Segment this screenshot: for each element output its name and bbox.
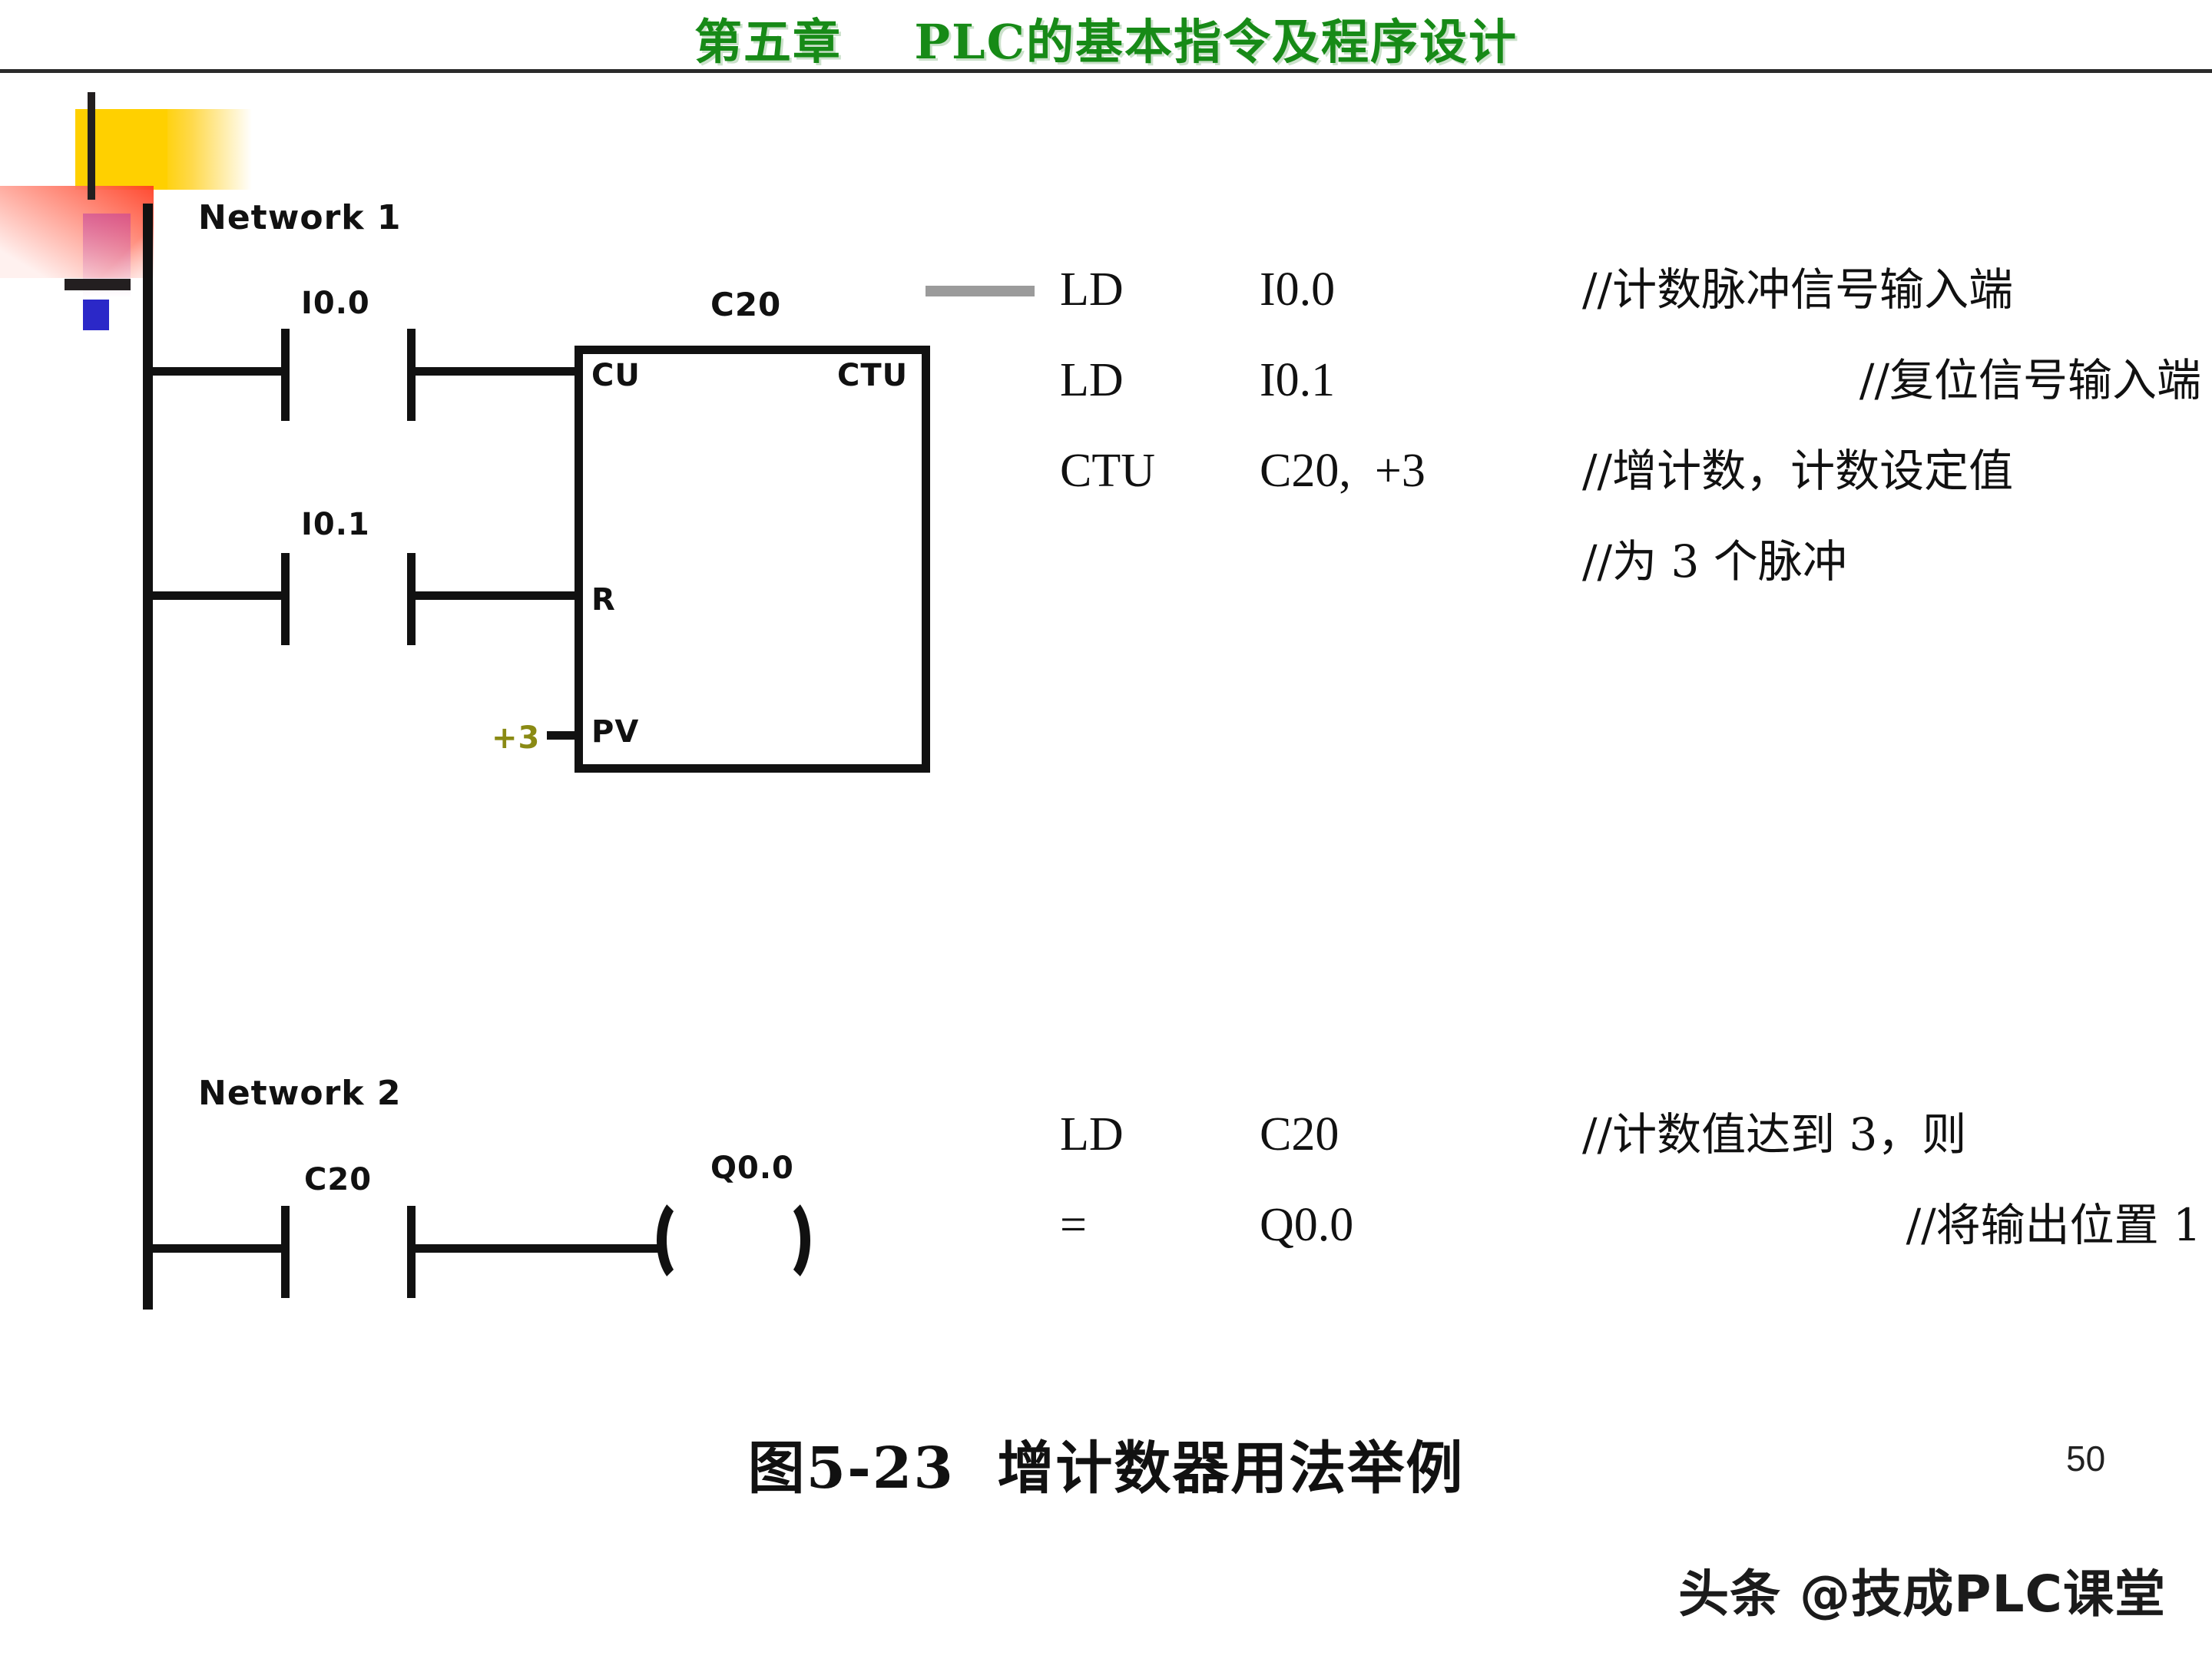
stl-comment: //为 3 个脉冲 [1582, 535, 1847, 588]
stl-row: LD I0.0 //计数脉冲信号输入端 [1060, 253, 2212, 344]
stl-operator: = [1060, 1199, 1087, 1251]
gray-dash-marker [926, 286, 1035, 296]
stl-operator: CTU [1060, 445, 1155, 497]
stl-listing-network-2: LD C20 //计数值达到 3，则 = Q0.0 //将输出位置 1 [1060, 1098, 2212, 1280]
header-divider [0, 69, 2212, 73]
counter-block-name: C20 [710, 286, 782, 323]
stl-operator: LD [1060, 263, 1124, 316]
stl-comment: //将输出位置 1 [1906, 1199, 2201, 1251]
rung2-wire-left [143, 591, 286, 600]
counter-preset-value: +3 [492, 720, 541, 756]
rung3-wire-left [143, 1244, 286, 1253]
stl-comment: //计数脉冲信号输入端 [1582, 263, 2014, 316]
network-2-label: Network 2 [198, 1074, 402, 1113]
rung1-wire-right [407, 367, 580, 376]
ladder-diagram: Network 1 I0.0 I0.1 C20 CU CTU R PV +3 N… [0, 0, 998, 1659]
rung3-wire-right [407, 1244, 664, 1253]
counter-function-block-ctu[interactable] [575, 346, 930, 773]
counter-pin-pv: PV [591, 714, 640, 750]
network-1-label: Network 1 [198, 198, 402, 237]
stl-operand: C20 [1260, 1108, 1339, 1161]
counter-type-label: CTU [837, 358, 909, 393]
stl-comment: //增计数，计数设定值 [1582, 445, 2014, 497]
counter-pin-cu: CU [591, 358, 641, 393]
contact-label-c20: C20 [304, 1162, 373, 1197]
page-title: 第五章 PLC的基本指令及程序设计 [694, 14, 1518, 70]
contact-c20-left-bar [281, 1206, 290, 1298]
stl-row: = Q0.0 //将输出位置 1 [1060, 1189, 2212, 1280]
stl-operand: I0.1 [1260, 354, 1336, 406]
rung2-wire-right [407, 591, 580, 600]
stl-operand: I0.0 [1260, 263, 1336, 316]
stl-operand: Q0.0 [1260, 1199, 1354, 1251]
rung1-wire-left [143, 367, 286, 376]
figure-caption: 图5-23 增计数器用法举例 [747, 1435, 1465, 1502]
watermark: 头条 @技成PLC课堂 [1678, 1565, 2166, 1624]
coil-label-q00: Q0.0 [710, 1151, 794, 1186]
stl-operand: C20, +3 [1260, 445, 1426, 497]
contact-i00-left-bar [281, 329, 290, 421]
stl-operator: LD [1060, 1108, 1124, 1161]
output-coil-q00[interactable] [657, 1194, 810, 1286]
contact-label-i00: I0.0 [301, 286, 370, 321]
stl-row: CTU C20, +3 //增计数，计数设定值 [1060, 435, 2212, 525]
counter-pin-r: R [591, 582, 616, 618]
contact-label-i01: I0.1 [301, 507, 370, 542]
stl-listing-network-1: LD I0.0 //计数脉冲信号输入端 LD I0.1 //复位信号输入端 CT… [1060, 253, 2212, 616]
stl-row: LD C20 //计数值达到 3，则 [1060, 1098, 2212, 1189]
stl-comment: //计数值达到 3，则 [1582, 1108, 1967, 1161]
pv-stub-wire [547, 731, 581, 740]
stl-row: //为 3 个脉冲 [1060, 525, 2212, 616]
stl-row: LD I0.1 //复位信号输入端 [1060, 344, 2212, 435]
coil-left-arc [657, 1194, 710, 1286]
stl-comment: //复位信号输入端 [1859, 354, 2201, 406]
stl-operator: LD [1060, 354, 1124, 406]
coil-right-arc [757, 1194, 810, 1286]
contact-i01-left-bar [281, 553, 290, 645]
ladder-left-power-rail [143, 204, 153, 1310]
page-number: 50 [2066, 1439, 2106, 1479]
slide-header: 第五章 PLC的基本指令及程序设计 [0, 0, 2212, 74]
